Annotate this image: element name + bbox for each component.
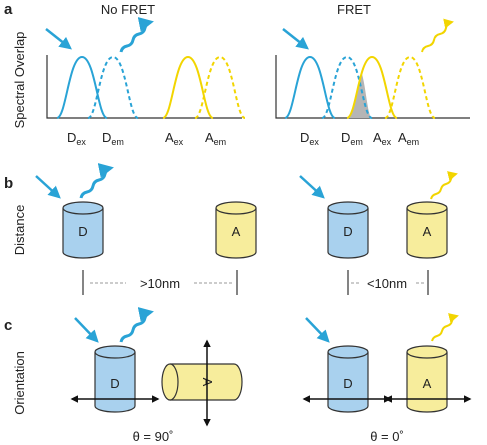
orientation-donor-wave-icon [119,307,154,343]
right-spectrum-axes [275,55,470,119]
parallel-acceptor-label: A [423,376,432,391]
near-distance-value: <10nm [367,276,407,291]
fret-title: FRET [337,2,371,17]
orientation-label: Orientation [12,351,27,415]
panel-a-letter: a [4,1,13,18]
parallel-acceptor-wave-icon [431,313,459,342]
perpendicular-angle-label: θ = 90˚ [133,429,174,444]
parallel-excitation-arrow-icon [305,317,330,343]
distance-label: Distance [12,205,27,256]
donor-label: D [78,224,87,239]
donor-emission-curve [87,55,139,119]
acceptor-emission-curve [194,55,246,119]
spectral-overlap-area [347,74,372,118]
distance-scale-near [347,270,429,295]
fret-label-a-em: Aem [398,130,419,147]
excitation-arrow-icon [45,28,72,50]
fret-donor-excitation-curve [284,55,336,119]
fret-label-a-ex: Aex [373,130,392,147]
far-distance-value: >10nm [140,276,180,291]
fret-acceptor-emission-curve [384,55,436,119]
distance-excitation-arrow-icon [35,175,61,199]
orientation-donor-label: D [110,376,119,391]
fret-distance-acceptor-wave-icon [430,171,458,200]
acceptor-cylinder [215,201,257,259]
acceptor-label: A [232,224,241,239]
panel-c: c Orientation D A θ = 90˚ D [4,307,472,444]
panel-c-letter: c [4,317,12,334]
fret-donor-emission-curve [321,55,373,119]
no-fret-title: No FRET [101,2,155,17]
left-spectrum-axes [46,55,242,119]
label-a-em: Aem [205,130,226,147]
panel-b: b Distance D A >10nm D [4,163,458,295]
donor-emission-wave-icon [119,17,154,53]
fret-acceptor-cylinder [406,201,448,259]
acceptor-excitation-curve [162,55,214,119]
acceptor-emission-wave-icon [421,18,454,53]
parallel-angle-label: θ = 0˚ [370,429,404,444]
distance-scale-far [82,270,238,295]
panel-a: a No FRET FRET Spectral Overlap Dex Dem … [4,1,470,147]
label-a-ex: Aex [165,130,184,147]
parallel-donor-label: D [343,376,352,391]
spectral-overlap-label: Spectral Overlap [12,32,27,129]
fret-donor-cylinder [327,201,369,259]
label-d-ex: Dex [67,130,86,147]
orientation-excitation-arrow-icon [74,317,99,343]
panel-b-letter: b [4,175,13,192]
fret-donor-label: D [343,224,352,239]
label-d-em: Dem [102,130,124,147]
donor-excitation-curve [56,55,108,119]
fret-acceptor-excitation-curve [346,55,398,119]
fret-label-d-ex: Dex [300,130,319,147]
fret-distance-excitation-arrow-icon [299,175,325,199]
fret-excitation-arrow-icon [282,28,309,50]
fret-label-d-em: Dem [341,130,363,147]
donor-cylinder [62,201,104,259]
distance-donor-wave-icon [79,163,114,199]
fret-acceptor-label: A [423,224,432,239]
